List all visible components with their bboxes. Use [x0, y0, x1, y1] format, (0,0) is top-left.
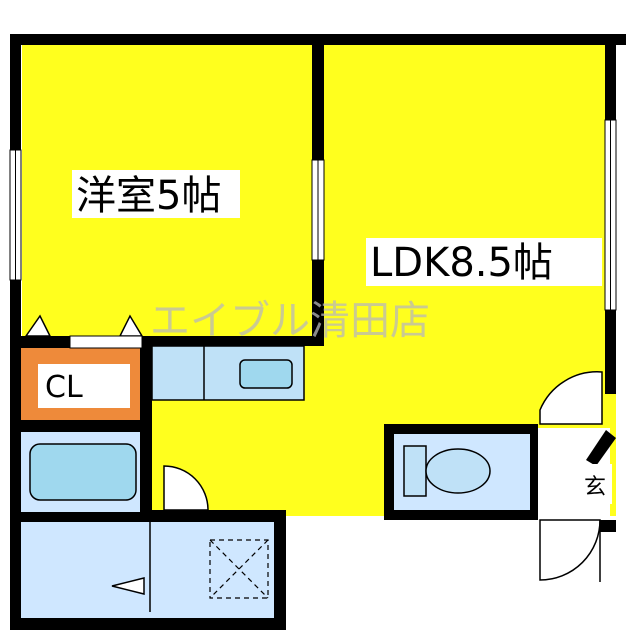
- watermark: エイブル清田店: [150, 298, 430, 344]
- entrance-step: [586, 430, 616, 466]
- entrance-label: 玄: [584, 475, 606, 500]
- windows: [9, 119, 617, 311]
- closet-label: CL: [45, 370, 83, 405]
- entrance-label-bg: [578, 464, 612, 504]
- washing-machine-space: [209, 539, 269, 599]
- western-room-label: 洋室5帖: [76, 173, 221, 219]
- closet-door-track: [69, 335, 143, 349]
- bathtub: [29, 443, 137, 501]
- closet-door-left: [24, 314, 52, 337]
- toilet-bowl: [425, 448, 491, 494]
- washroom-floor: [20, 516, 276, 620]
- kitchen-sink: [239, 359, 293, 389]
- washing-machine-x2: [209, 539, 269, 599]
- washroom-door-mark: [111, 577, 145, 595]
- closet-label-bg: [38, 364, 130, 408]
- walls: [10, 34, 626, 630]
- ldk-label-bg: [366, 238, 602, 286]
- washing-machine-x1: [209, 539, 269, 599]
- ldk-label: LDK8.5帖: [370, 240, 553, 286]
- door-swings: [163, 371, 603, 581]
- toilet-tank: [403, 445, 427, 497]
- western-room-label-bg: [72, 170, 240, 218]
- ldk-floor: [320, 44, 616, 340]
